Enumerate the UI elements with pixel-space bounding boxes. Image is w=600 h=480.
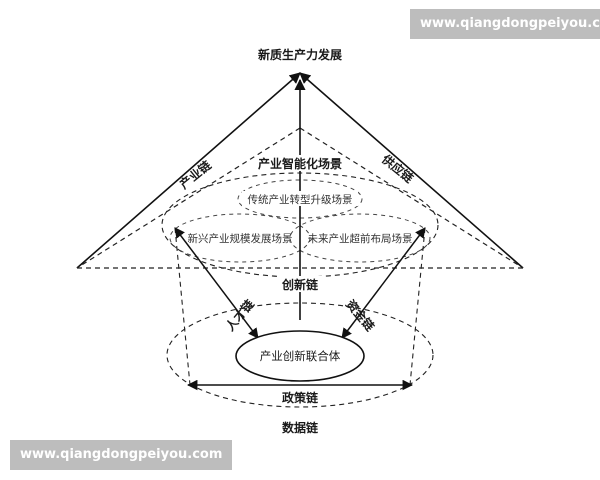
consortium-label: 产业创新联合体 [260, 349, 341, 363]
inner-dashed-left [76, 127, 301, 269]
supply-chain-line [299, 72, 524, 269]
outer-bottom-ellipse [166, 302, 434, 408]
future-scene-ellipse [289, 213, 431, 263]
data-chain-label: 数据链 [282, 420, 319, 435]
capital-chain-arrow [341, 227, 426, 339]
apex-label: 新质生产力发展 [258, 47, 342, 62]
watermark-top: www.qiangdongpeiyou.com [410, 9, 600, 39]
traditional-scene-ellipse [237, 179, 363, 219]
innovation-chain-label: 创新链 [281, 277, 319, 292]
traditional-scene-label: 传统产业转型升级场景 [248, 193, 353, 206]
future-scene-label: 未来产业超前布局场景 [308, 232, 413, 245]
emerging-scene-ellipse [169, 213, 311, 263]
smart-scene-label: 产业智能化场景 [258, 156, 342, 171]
inner-dashed-right [299, 127, 524, 269]
industry-chain-line [76, 72, 301, 269]
smart-scene-label-bg [255, 155, 345, 171]
policy-chain-label: 政策链 [282, 390, 319, 405]
talent-chain-label: 人才链 [222, 296, 257, 334]
traditional-label-bg [242, 191, 358, 206]
emerging-scene-label: 新兴产业规模发展场景 [188, 232, 293, 245]
talent-chain-arrow [174, 227, 259, 339]
innovation-chain-label-bg [278, 276, 322, 292]
watermark-bottom: www.qiangdongpeiyou.com [10, 440, 233, 470]
